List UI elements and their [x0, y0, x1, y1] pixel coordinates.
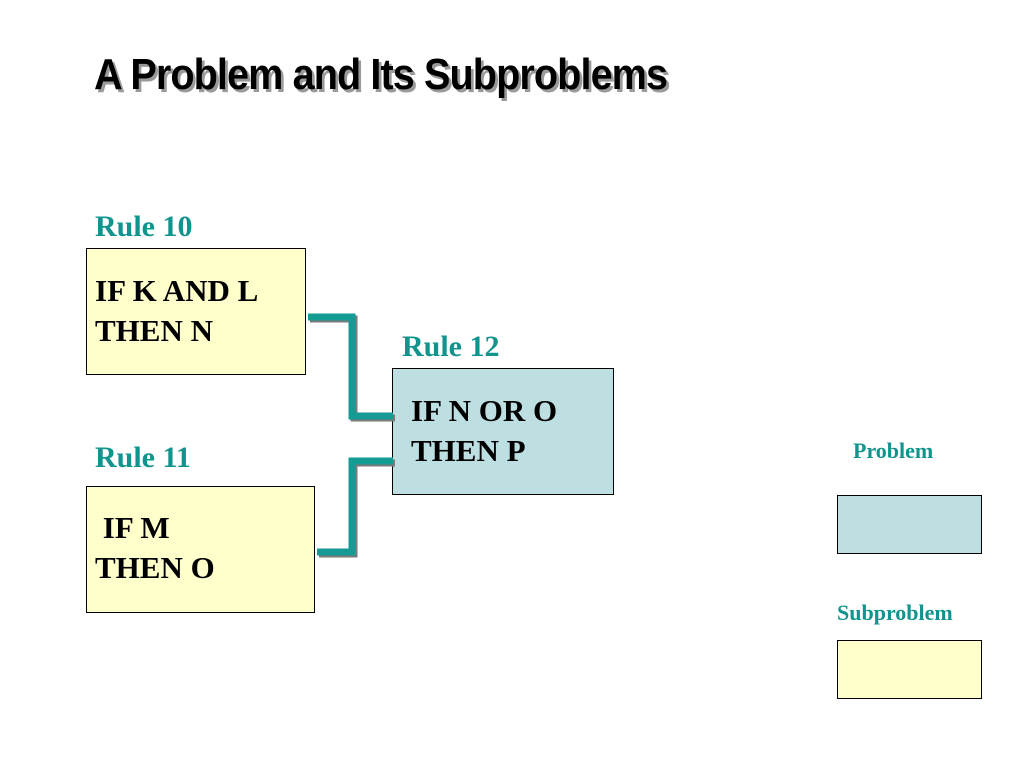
legend-problem-label: Problem — [853, 438, 934, 463]
legend-problem-swatch — [837, 495, 982, 554]
rule-10-condition: IF K AND L — [95, 273, 259, 308]
rule-12-condition: IF N OR O — [411, 393, 558, 428]
connector-rule10-to-rule12 — [308, 313, 393, 420]
rule-11-box: IF M THEN O — [86, 486, 315, 613]
legend-subproblem-label: Subproblem — [837, 600, 953, 625]
rule-11-condition: IF M — [95, 510, 170, 545]
rule-10-label: Rule 10 — [95, 210, 193, 243]
rule-10-box: IF K AND L THEN N — [86, 248, 306, 375]
rule-12-box: IF N OR O THEN P — [392, 368, 614, 495]
rule-12-conclusion: THEN P — [411, 433, 526, 468]
connector-rule11-to-rule12 — [317, 457, 393, 556]
rule-11-label: Rule 11 — [95, 441, 191, 474]
legend-subproblem-swatch — [837, 640, 982, 699]
rule-11-conclusion: THEN O — [95, 550, 215, 585]
rule-10-conclusion: THEN N — [95, 313, 213, 348]
rule-12-label: Rule 12 — [402, 330, 500, 363]
connector-teal — [308, 313, 393, 556]
slide-title: A Problem and Its Subproblems — [94, 50, 668, 99]
